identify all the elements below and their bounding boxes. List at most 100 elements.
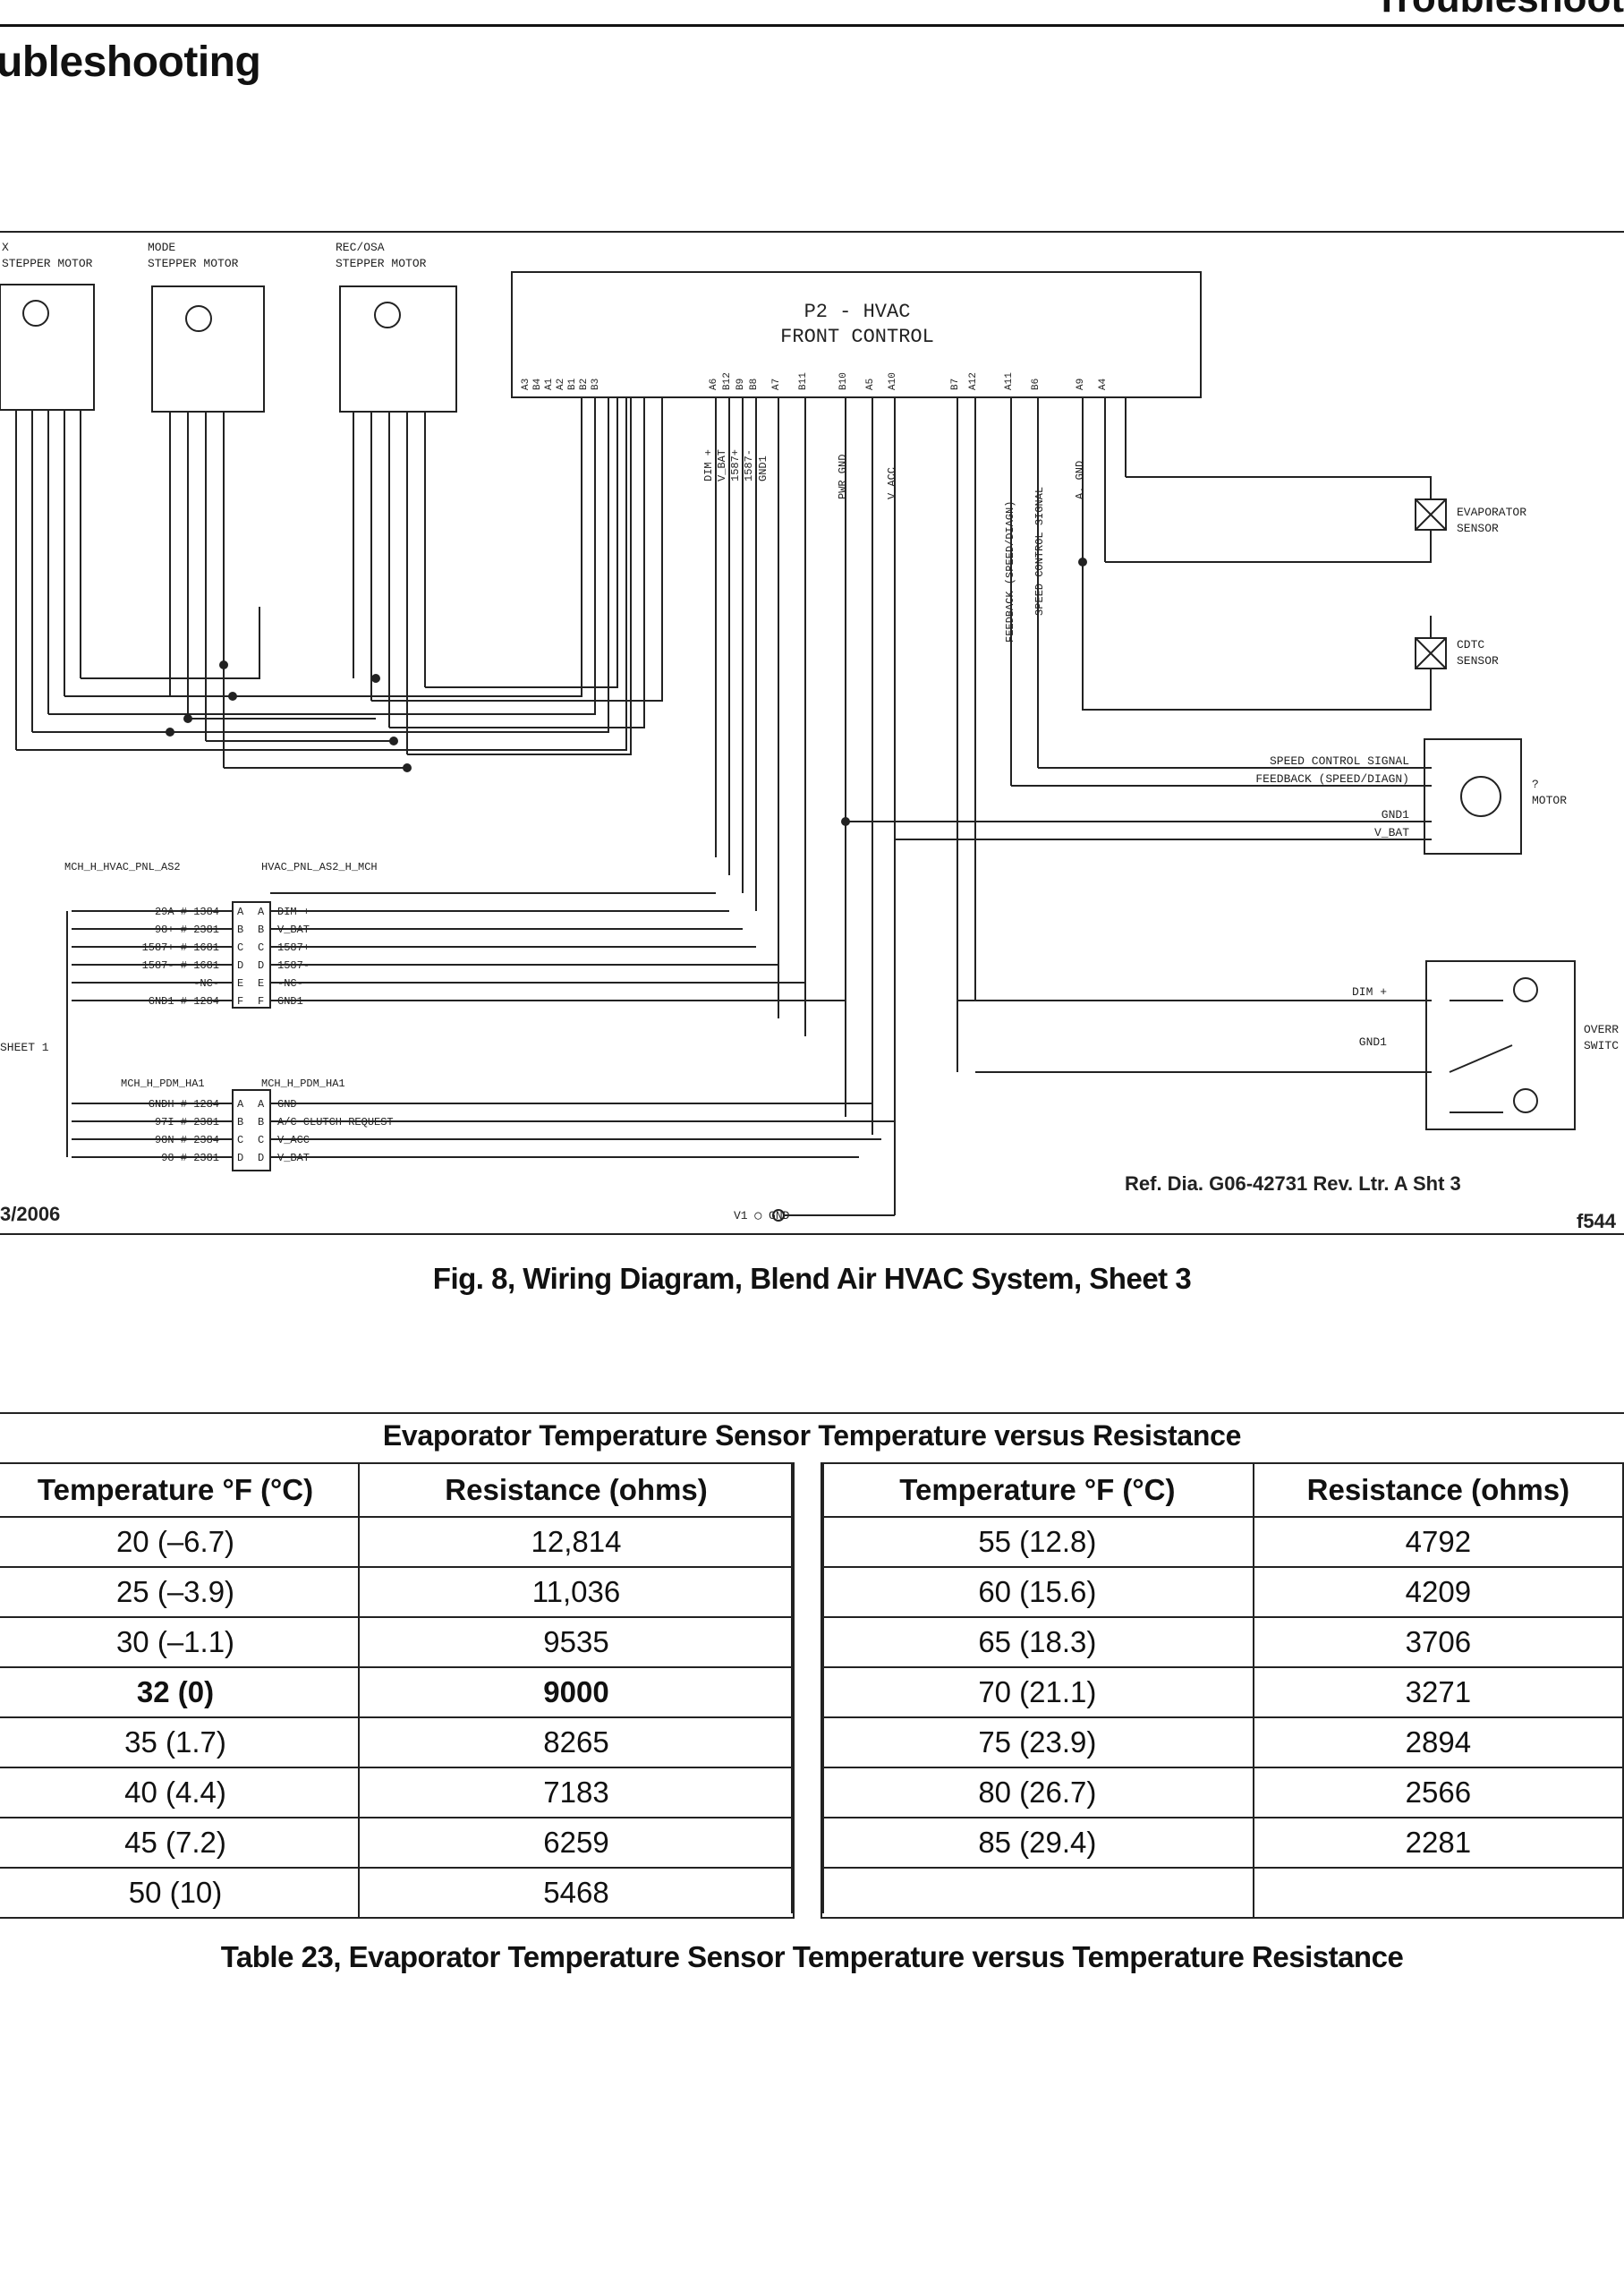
- stepper-motor-box-1: [0, 284, 95, 411]
- wire-label: A. GND: [1074, 461, 1086, 499]
- connector1-row-right: 1587-: [277, 959, 310, 972]
- connector2-row-b: D: [258, 1152, 264, 1164]
- motor-label: MOTOR: [1532, 794, 1567, 807]
- right-temperature-cell: 75 (23.9): [821, 1716, 1254, 1768]
- right-resistance-cell: 2281: [1252, 1817, 1624, 1869]
- section-title: ubleshooting: [0, 38, 261, 86]
- left-temperature-cell: 32 (0): [0, 1666, 360, 1718]
- figure-id: f544: [1577, 1210, 1617, 1232]
- connector2-row-a: C: [237, 1134, 243, 1146]
- motor-label-1-line1: X: [2, 241, 9, 254]
- connector1-housing: [232, 901, 271, 1009]
- right-resistance-cell: [1252, 1867, 1624, 1919]
- motor-label-2-line1: MODE: [148, 241, 175, 254]
- reference-diagram-number: Ref. Dia. G06-42731 Rev. Ltr. A Sht 3: [1125, 1172, 1461, 1195]
- connector2-row-right: V_BAT: [277, 1152, 310, 1164]
- right-resistance-cell: 3706: [1252, 1616, 1624, 1668]
- connector2-row-b: C: [258, 1134, 264, 1146]
- left-resistance-cell: 7183: [358, 1767, 795, 1818]
- connector1-row-left: -NC-: [193, 977, 219, 990]
- control-pin-label: B10: [838, 372, 849, 390]
- connector1-title-left: MCH_H_HVAC_PNL_AS2: [64, 861, 181, 873]
- right-temperature-cell: 70 (21.1): [821, 1666, 1254, 1718]
- motor-wire-1: SPEED CONTROL SIGNAL: [1270, 754, 1409, 768]
- connector1-row-b: D: [258, 959, 264, 972]
- left-resistance-cell: 5468: [358, 1867, 795, 1919]
- diagram-top-rule: [0, 231, 1624, 233]
- table-row: 32 (0)9000: [0, 1666, 795, 1718]
- wire-label: DIM +: [702, 449, 715, 481]
- blower-motor-symbol: [1460, 776, 1501, 817]
- connector1-row-left: 1587+ # 1681: [142, 941, 219, 954]
- resistance-table: Evaporator Temperature Sensor Temperatur…: [0, 1414, 1624, 1919]
- wire-label: 1587+: [729, 449, 742, 481]
- control-pin-label: B8: [749, 379, 760, 390]
- table-header-resistance-right: Resistance (ohms): [1252, 1462, 1624, 1518]
- table-left-half: Temperature °F (°C) Resistance (ohms) 20…: [0, 1462, 795, 1919]
- motor-label-1-line2: STEPPER MOTOR: [2, 257, 93, 270]
- override-wire-1: DIM +: [1352, 985, 1387, 999]
- evap-sensor-label-2: SENSOR: [1457, 522, 1499, 535]
- right-temperature-cell: 65 (18.3): [821, 1616, 1254, 1668]
- connector1-row-a: A: [237, 906, 244, 918]
- motor-label-2-line2: STEPPER MOTOR: [148, 257, 239, 270]
- table-row: 20 (–6.7)12,814: [0, 1516, 795, 1568]
- table-row: 70 (21.1)3271: [821, 1666, 1624, 1718]
- connector1-row-b: C: [258, 941, 264, 954]
- table-row: 25 (–3.9)11,036: [0, 1566, 795, 1618]
- control-pin-label: B3: [591, 379, 601, 390]
- connector1-row-right: 1587+: [277, 941, 310, 954]
- override-wire-2: GND1: [1359, 1035, 1387, 1049]
- motor-label-3-line1: REC/OSA: [336, 241, 385, 254]
- table-title: Evaporator Temperature Sensor Temperatur…: [382, 1419, 1242, 1452]
- wire-label: SPEED CONTROL SIGNAL: [1033, 487, 1046, 616]
- evap-sensor-label-1: EVAPORATOR: [1457, 506, 1526, 519]
- connector1-row-left: 1587- # 1681: [142, 959, 219, 972]
- left-resistance-cell: 12,814: [358, 1516, 795, 1568]
- connector1-row-b: F: [258, 995, 264, 1008]
- table-header-temp-right: Temperature °F (°C): [821, 1462, 1254, 1518]
- connector2-row-a: A: [237, 1098, 244, 1111]
- table-row: 40 (4.4)7183: [0, 1767, 795, 1818]
- table-row: 55 (12.8)4792: [821, 1516, 1624, 1568]
- table-row: 30 (–1.1)9535: [0, 1616, 795, 1668]
- right-resistance-cell: 4209: [1252, 1566, 1624, 1618]
- left-resistance-cell: 8265: [358, 1716, 795, 1768]
- control-pin-label: B11: [798, 372, 809, 390]
- connector1-row-right: GND1: [277, 995, 303, 1008]
- wire-label: V_ACC: [886, 467, 898, 499]
- table-row: 85 (29.4)2281: [821, 1817, 1624, 1869]
- wire-label: FEEDBACK (SPEED/DIAGN): [1004, 501, 1016, 643]
- connector2-row-b: A: [258, 1098, 265, 1111]
- left-temperature-cell: 50 (10): [0, 1867, 360, 1919]
- control-pin-label: B9: [735, 379, 746, 390]
- ground-label: V1 ◯ GND: [734, 1209, 790, 1222]
- front-control-box: [511, 271, 1202, 398]
- control-pin-label: A3: [521, 379, 531, 390]
- table-top-rule: [0, 1412, 1624, 1414]
- control-pin-label: A2: [556, 379, 566, 390]
- motor-wire-4: V_BAT: [1374, 826, 1409, 839]
- connector1-row-right: -NC-: [277, 977, 303, 990]
- cdtc-sensor-label-1: CDTC: [1457, 638, 1484, 652]
- control-pin-label: B6: [1031, 379, 1042, 390]
- wire-label: V_BAT: [716, 449, 728, 481]
- table-row: 60 (15.6)4209: [821, 1566, 1624, 1618]
- connector2-row-right: GND: [277, 1098, 297, 1111]
- control-pin-label: B2: [579, 379, 590, 390]
- override-switch-box: [1425, 960, 1576, 1130]
- blower-motor-box: [1424, 738, 1522, 855]
- wire-label: GND1: [757, 456, 769, 481]
- control-pin-label: A7: [771, 379, 782, 390]
- connector1-row-b: A: [258, 906, 265, 918]
- table-row: 80 (26.7)2566: [821, 1767, 1624, 1818]
- control-pin-label: A4: [1098, 378, 1109, 390]
- connector2-row-left: GNDH # 1284: [149, 1098, 219, 1111]
- table-right-half: Temperature °F (°C) Resistance (ohms) 55…: [821, 1462, 1624, 1919]
- left-resistance-cell: 11,036: [358, 1566, 795, 1618]
- motor-label-q: ?: [1532, 778, 1539, 791]
- right-temperature-cell: 85 (29.4): [821, 1817, 1254, 1869]
- figure-caption: Fig. 8, Wiring Diagram, Blend Air HVAC S…: [432, 1262, 1192, 1295]
- connector2-title-left: MCH_H_PDM_HA1: [121, 1077, 205, 1090]
- right-resistance-cell: 2894: [1252, 1716, 1624, 1768]
